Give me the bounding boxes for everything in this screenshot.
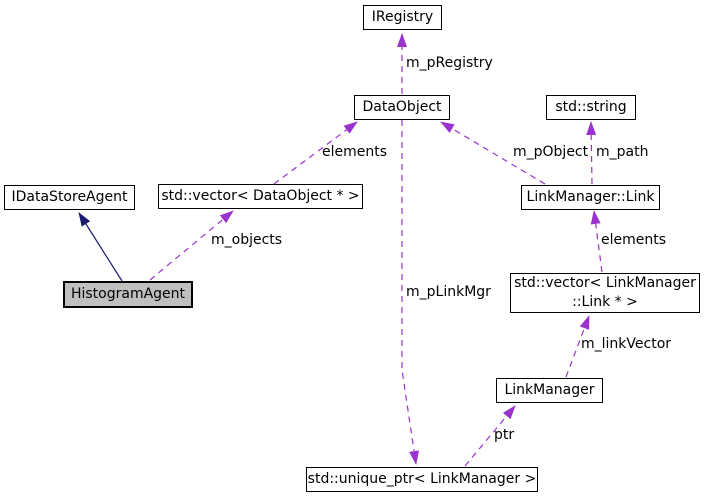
edge-label-elements-left: elements [322,144,388,160]
edge-m-pobject [440,121,546,185]
node-vector-linkmanager-link-line1: std::vector< LinkManager [514,275,696,291]
edge-label-elements-right: elements [601,232,667,248]
node-vector-dataobject[interactable]: std::vector< DataObject * > [158,184,363,209]
node-linkmanager-link[interactable]: LinkManager::Link [521,185,660,210]
node-dataobject[interactable]: DataObject [354,95,450,120]
edge-m-plinkmgr [401,120,420,465]
edge-label-ptr: ptr [494,427,515,443]
edge-ptr [464,405,516,467]
edge-label-m-plinkmgr: m_pLinkMgr [406,284,491,300]
edge-label-m-path: m_path [596,144,649,160]
node-unique-ptr-linkmanager[interactable]: std::unique_ptr< LinkManager > [306,467,538,492]
node-iregistry[interactable]: IRegistry [363,5,442,30]
node-idatastoreagent[interactable]: IDataStoreAgent [4,185,135,210]
node-std-string[interactable]: std::string [546,95,636,120]
node-linkmanager[interactable]: LinkManager [496,378,603,403]
edge-label-m-pobject: m_pObject [513,144,589,160]
node-histogramagent: HistogramAgent [63,281,193,308]
edge-m-path [586,121,597,185]
node-vector-linkmanager-link[interactable]: std::vector< LinkManager ::Link * > [510,273,700,313]
edge-label-m-objects: m_objects [211,232,283,248]
edge-m-objects [149,210,234,281]
edge-label-m-linkvector: m_linkVector [581,336,672,352]
node-vector-linkmanager-link-line2: ::Link * > [572,294,638,310]
edge-inheritance [78,212,123,282]
edge-label-m-pregistry: m_pRegistry [406,55,493,71]
